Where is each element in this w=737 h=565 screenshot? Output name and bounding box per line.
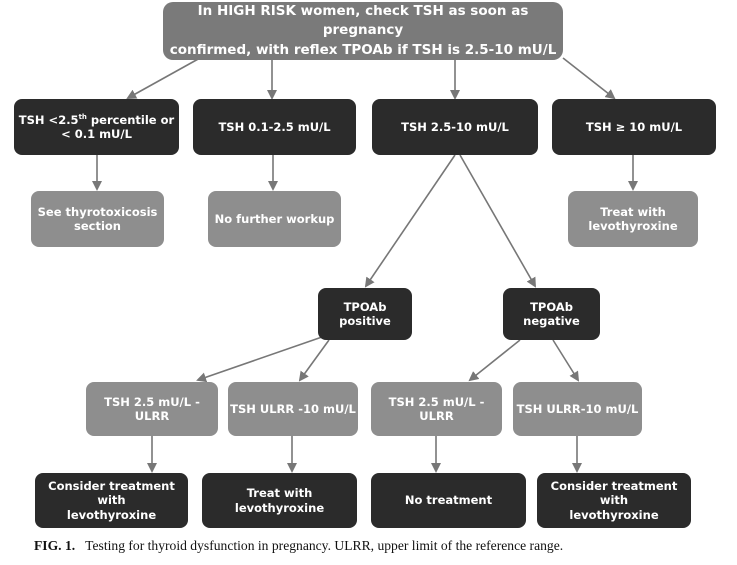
arrow-tpoab-pos-to-pos-25-ulrr (196, 336, 323, 383)
consider-treatment-1-line-1: Consider treatment with (48, 478, 175, 508)
arrow-tpoab-neg-to-neg-ulrr-10 (552, 339, 580, 382)
pos-tsh-ulrr-10-node: TSH ULRR -10 mU/L (228, 382, 358, 436)
pos-tsh-ulrr-10-label: TSH ULRR -10 mU/L (230, 401, 356, 416)
consider-treatment-1-line-2: levothyroxine (66, 507, 157, 522)
consider-treatment-node-1: Consider treatment with levothyroxine (35, 473, 188, 528)
arrow-tpoab-pos-to-pos-ulrr-10 (298, 339, 330, 382)
no-treatment-node: No treatment (371, 473, 526, 528)
figure-label: FIG. 1. (34, 538, 76, 553)
treat-levothyroxine-line-1: Treat with (600, 204, 666, 219)
tpoab-positive-node: TPOAb positive (318, 288, 412, 340)
no-treatment-label: No treatment (404, 493, 493, 508)
root-node: In HIGH RISK women, check TSH as soon as… (163, 2, 563, 60)
treat-levothyroxine-2-line-1: Treat with (246, 486, 313, 501)
tpoab-positive-line-1: TPOAb (343, 299, 387, 314)
tsh-low-line-1: TSH <2.5th percentile or (18, 112, 175, 127)
consider-treatment-node-2: Consider treatment with levothyroxine (537, 473, 691, 528)
tpoab-negative-line-1: TPOAb (530, 299, 573, 314)
thyrotoxicosis-node: See thyrotoxicosis section (31, 191, 164, 247)
treat-levothyroxine-node-2: Treat with levothyroxine (202, 473, 357, 528)
no-further-workup-label: No further workup (214, 211, 335, 226)
arrow-root-to-tsh-low (126, 57, 201, 99)
pos-tsh-25-ulrr-node: TSH 2.5 mU/L - ULRR (86, 382, 218, 436)
tsh-01-25-node: TSH 0.1-2.5 mU/L (193, 99, 356, 155)
arrow-tsh-25-10-to-tpoab-pos (364, 154, 456, 288)
tsh-ge10-label: TSH ≥ 10 mU/L (585, 119, 683, 134)
figure-caption-text: Testing for thyroid dysfunction in pregn… (85, 538, 564, 553)
tpoab-positive-line-2: positive (339, 314, 391, 328)
pos-tsh-25-ulrr-label: TSH 2.5 mU/L - ULRR (104, 394, 200, 423)
tsh-ge10-node: TSH ≥ 10 mU/L (552, 99, 716, 155)
tsh-25-10-label: TSH 2.5-10 mU/L (401, 119, 509, 134)
treat-levothyroxine-2-line-2: levothyroxine (234, 500, 325, 515)
no-further-workup-node: No further workup (208, 191, 341, 247)
arrow-root-to-tsh-ge10 (562, 57, 616, 100)
tsh-25-10-node: TSH 2.5-10 mU/L (372, 99, 538, 155)
treat-levothyroxine-line-2: levothyroxine (588, 219, 678, 233)
treat-levothyroxine-node: Treat with levothyroxine (568, 191, 698, 247)
thyrotoxicosis-line-2: section (74, 219, 121, 233)
root-line-2: confirmed, with reflex TPOAb if TSH is 2… (169, 41, 557, 58)
tsh-01-25-label: TSH 0.1-2.5 mU/L (218, 119, 331, 134)
neg-tsh-25-ulrr-label: TSH 2.5 mU/L - ULRR (388, 394, 485, 423)
arrow-tpoab-neg-to-neg-25-ulrr (468, 339, 521, 382)
neg-tsh-ulrr-10-label: TSH ULRR-10 mU/L (516, 401, 639, 416)
tsh-low-node: TSH <2.5th percentile or < 0.1 mU/L (14, 99, 179, 155)
consider-treatment-2-line-1: Consider treatment with (550, 478, 678, 508)
neg-tsh-25-ulrr-node: TSH 2.5 mU/L - ULRR (371, 382, 502, 436)
tsh-low-line-2: < 0.1 mU/L (61, 127, 132, 141)
arrow-tsh-25-10-to-tpoab-neg (459, 154, 536, 288)
thyrotoxicosis-line-1: See thyrotoxicosis (37, 204, 158, 219)
tpoab-negative-line-2: negative (523, 314, 580, 328)
neg-tsh-ulrr-10-node: TSH ULRR-10 mU/L (513, 382, 642, 436)
tpoab-negative-node: TPOAb negative (503, 288, 600, 340)
consider-treatment-2-line-2: levothyroxine (569, 507, 659, 522)
figure-caption: FIG. 1. Testing for thyroid dysfunction i… (34, 538, 734, 554)
root-line-1: In HIGH RISK women, check TSH as soon as… (197, 2, 529, 39)
